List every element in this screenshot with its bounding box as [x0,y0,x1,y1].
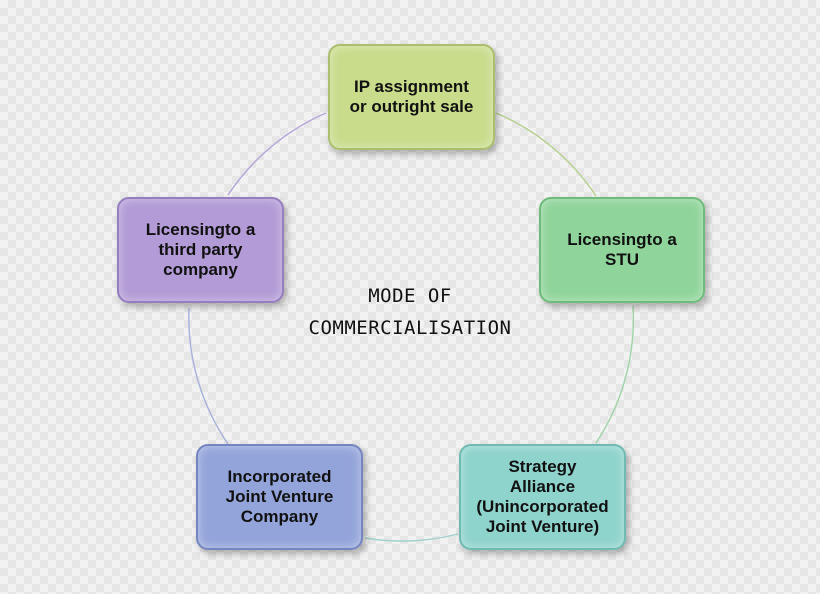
node-ip-assignment: IP assignment or outright sale [328,44,495,150]
node-incorporated-jv-label: Incorporated Joint Venture Company [225,467,334,526]
connector-ip-to-stu [495,112,597,197]
node-licensing-stu-label: Licensingto a STU [567,230,677,269]
center-title-line1: MODE OF [368,285,452,307]
node-strategy-alliance: Strategy Alliance (Unincorporated Joint … [459,444,626,550]
connector-licensing-to-ip [227,112,327,196]
node-strategy-alliance-label: Strategy Alliance (Unincorporated Joint … [476,457,609,536]
center-title-line2: COMMERCIALISATION [308,317,512,339]
node-ip-assignment-label: IP assignment or outright sale [349,77,474,116]
node-incorporated-jv: Incorporated Joint Venture Company [196,444,363,550]
node-licensing-third-party-label: Licensingto a third party company [145,220,256,279]
connector-alliance-to-jvc [364,533,459,542]
connector-stu-to-alliance [595,305,635,444]
connector-jvc-to-licensing [188,307,229,445]
node-licensing-third-party: Licensingto a third party company [117,197,284,303]
center-title: MODE OF COMMERCIALISATION [260,280,560,344]
node-licensing-stu: Licensingto a STU [539,197,705,303]
